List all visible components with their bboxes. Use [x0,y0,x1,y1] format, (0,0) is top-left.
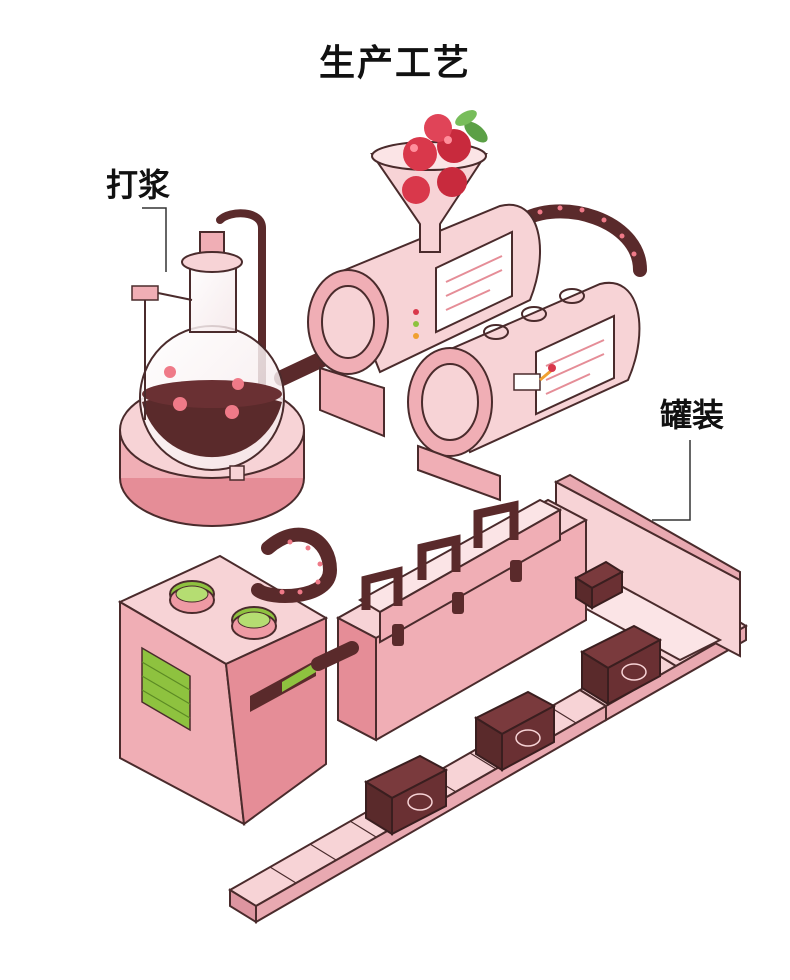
canning-leader-line [652,440,691,521]
pipe-control-to-filler [311,641,359,671]
cranberry-icon [402,114,471,204]
product-box-2 [473,690,557,772]
beating-leader-line [142,207,167,272]
canning-label: 罐装 [660,396,725,434]
page-title: 生产工艺 [318,43,471,84]
juicer-drum-back [307,203,541,438]
product-box-1 [363,754,449,836]
juicer-drum-front [407,281,641,502]
pulping-flask-station [119,231,305,527]
leaf-icon [455,110,488,143]
product-box-4 [574,560,624,610]
beating-label: 打浆 [106,166,171,204]
control-cabinet [117,554,329,826]
filling-machine [335,498,589,742]
product-box-3 [579,624,663,706]
